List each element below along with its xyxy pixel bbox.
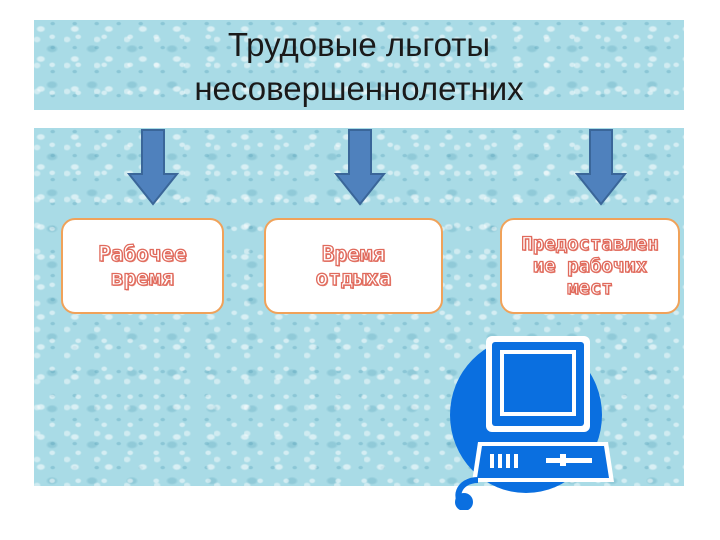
box-job-provision: Предоставлен ие рабочих мест: [500, 218, 680, 314]
box-working-time: Рабочее время: [61, 218, 224, 314]
title-background: [34, 20, 684, 110]
box-label: Время отдыха: [315, 241, 392, 290]
arrow-down-icon: [334, 129, 386, 206]
slide-title: Трудовые льготы несовершеннолетних: [34, 20, 684, 111]
box-rest-time: Время отдыха: [264, 218, 443, 314]
computer-icon: [450, 336, 614, 510]
slide-title-text: Трудовые льготы несовершеннолетних: [194, 26, 524, 107]
arrow-down-icon: [575, 129, 627, 206]
arrow-down-icon: [127, 129, 179, 206]
box-label: Рабочее время: [98, 241, 188, 290]
box-label: Предоставлен ие рабочих мест: [521, 232, 660, 299]
